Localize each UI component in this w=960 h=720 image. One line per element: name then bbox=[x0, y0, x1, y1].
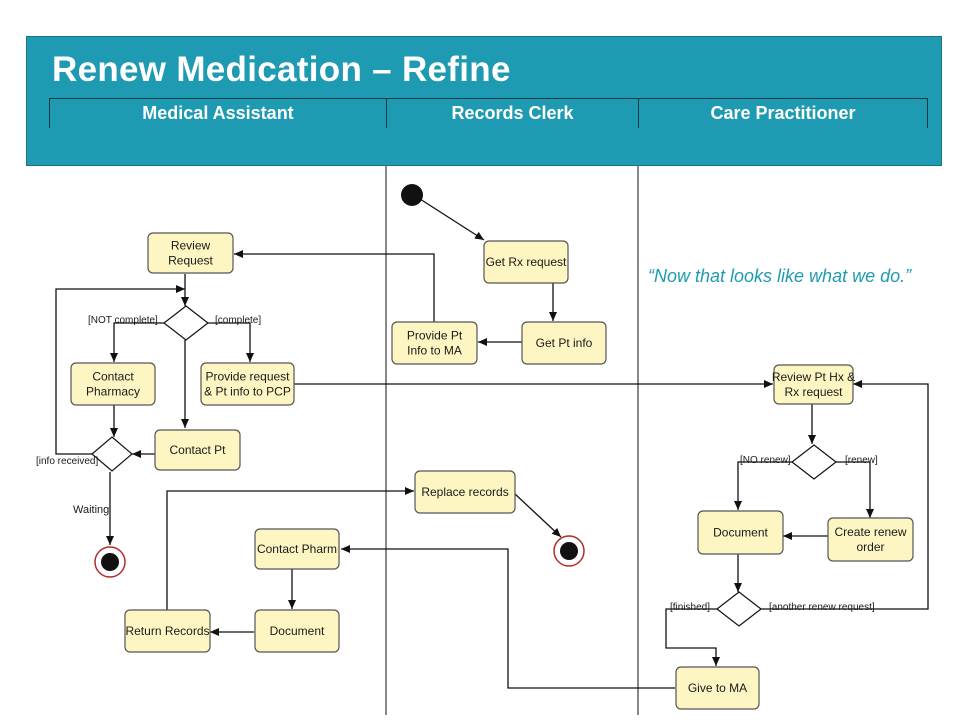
decision-finished bbox=[716, 591, 762, 627]
action-box bbox=[200, 362, 295, 406]
guard-finished: [finished] bbox=[670, 602, 710, 613]
action-return-records: Return Records bbox=[124, 609, 211, 653]
edge-return-records-to-replace bbox=[166, 487, 414, 610]
action-box bbox=[254, 528, 340, 570]
action-label: order bbox=[856, 540, 884, 554]
action-document-ma: Document bbox=[254, 609, 340, 653]
edge-decision-to-contact-pharmacy bbox=[110, 322, 164, 362]
page-title: Renew Medication – Refine bbox=[52, 50, 511, 89]
end-node-medical-assistant bbox=[94, 546, 126, 578]
action-label: Pharmacy bbox=[86, 385, 140, 399]
guard-waiting: Waiting bbox=[73, 504, 109, 516]
action-provide-request: Provide request& Pt info to PCP bbox=[200, 362, 295, 406]
merge-info-received bbox=[91, 436, 133, 472]
action-label: Document bbox=[713, 526, 768, 540]
action-label: Contact Pharm bbox=[257, 542, 337, 556]
lane-header-care-practitioner: Care Practitioner bbox=[638, 98, 928, 128]
action-give-to-ma: Give to MA bbox=[675, 666, 760, 710]
edge-decision-to-create-renew bbox=[835, 461, 874, 518]
action-box bbox=[391, 321, 478, 365]
edge-give-to-ma-to-contact-pharm bbox=[341, 545, 675, 689]
guard-info-received: [info received] bbox=[36, 456, 98, 467]
action-label: Document bbox=[270, 624, 325, 638]
action-label: Rx request bbox=[784, 385, 843, 399]
action-label: Review Pt Hx & bbox=[772, 370, 855, 384]
end-node-records-clerk bbox=[553, 535, 585, 567]
action-box bbox=[483, 240, 569, 284]
action-box bbox=[147, 232, 234, 274]
action-label: Contact bbox=[92, 370, 134, 384]
action-box bbox=[154, 429, 241, 471]
action-review-pt-hx: Review Pt Hx &Rx request bbox=[772, 364, 855, 405]
action-label: Provide Pt bbox=[407, 329, 463, 343]
action-label: Contact Pt bbox=[169, 443, 226, 457]
action-label: Review bbox=[171, 239, 211, 253]
decision-renew bbox=[791, 444, 837, 480]
edge-decision-to-provide-request bbox=[208, 322, 254, 362]
guard-renew: [renew] bbox=[845, 455, 878, 466]
action-box bbox=[697, 510, 784, 555]
guard-complete: [complete] bbox=[215, 315, 261, 326]
action-label: & Pt info to PCP bbox=[204, 385, 291, 399]
action-box bbox=[521, 321, 607, 365]
decision-complete bbox=[163, 305, 209, 341]
edge-start-to-get-rx bbox=[419, 198, 485, 241]
action-label: Replace records bbox=[421, 485, 508, 499]
lane-header-records-clerk: Records Clerk bbox=[386, 98, 638, 128]
guard-another-renew: [another renew request] bbox=[769, 602, 875, 613]
lane-header-medical-assistant: Medical Assistant bbox=[49, 98, 386, 128]
action-box bbox=[414, 470, 516, 514]
action-box bbox=[124, 609, 211, 653]
action-document-cp: Document bbox=[697, 510, 784, 555]
guard-no-renew: [NO renew] bbox=[740, 455, 791, 466]
action-get-pt-info: Get Pt info bbox=[521, 321, 607, 365]
edge-another-renew-loop bbox=[761, 380, 929, 610]
action-box bbox=[773, 364, 854, 405]
action-contact-pt: Contact Pt bbox=[154, 429, 241, 471]
action-box bbox=[675, 666, 760, 710]
action-get-rx-request: Get Rx request bbox=[483, 240, 569, 284]
action-box bbox=[827, 517, 914, 562]
start-node bbox=[401, 184, 423, 206]
action-replace-records: Replace records bbox=[414, 470, 516, 514]
action-label: Return Records bbox=[125, 624, 209, 638]
action-label: Provide request bbox=[205, 370, 290, 384]
action-box bbox=[70, 362, 156, 406]
edge-provide-to-review bbox=[234, 250, 435, 322]
action-label: Info to MA bbox=[407, 344, 462, 358]
edge-decision-to-document-cp bbox=[734, 461, 792, 510]
edge-replace-to-end bbox=[514, 493, 562, 538]
edge-finished-to-give-to-ma bbox=[665, 608, 720, 666]
edge-merge-loop-back bbox=[55, 285, 185, 455]
action-label: Give to MA bbox=[688, 681, 747, 695]
guard-not-complete: [NOT complete] bbox=[88, 315, 158, 326]
quote-text: “Now that looks like what we do.” bbox=[648, 266, 912, 286]
action-label: Get Pt info bbox=[536, 336, 593, 350]
action-contact-pharm: Contact Pharm bbox=[254, 528, 340, 570]
title-banner bbox=[26, 36, 942, 166]
action-box bbox=[254, 609, 340, 653]
action-label: Get Rx request bbox=[486, 255, 567, 269]
action-label: Request bbox=[168, 254, 213, 268]
action-label: Create renew bbox=[834, 525, 906, 539]
